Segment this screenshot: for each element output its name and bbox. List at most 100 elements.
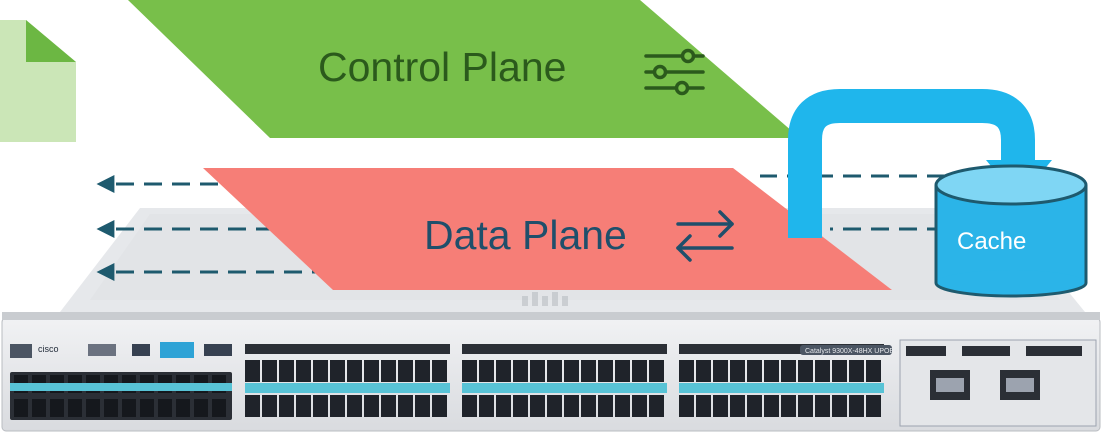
rj45-port <box>347 395 362 417</box>
rj45-port <box>747 395 762 417</box>
cache-cylinder-icon <box>934 164 1088 298</box>
rj45-port <box>279 360 294 382</box>
port-led-strip <box>245 383 450 393</box>
rj45-port <box>679 395 694 417</box>
cache-flow-arrow <box>788 89 1035 238</box>
rj45-port <box>547 395 562 417</box>
rj45-port <box>564 360 579 382</box>
rj45-port <box>530 395 545 417</box>
usb-port <box>132 344 150 356</box>
port-bank <box>679 344 884 417</box>
rj45-port <box>781 360 796 382</box>
rj45-port <box>530 360 545 382</box>
model-badge <box>800 345 892 355</box>
rj45-port <box>479 395 494 417</box>
control-plane-label: Control Plane <box>318 44 567 90</box>
rj45-port <box>547 360 562 382</box>
switch-top-logo <box>522 292 568 306</box>
rj45-port <box>381 395 396 417</box>
rj45-port <box>564 395 579 417</box>
console-port-bank <box>10 375 232 417</box>
rj45-port <box>262 360 277 382</box>
rj45-port <box>632 360 647 382</box>
rj45-port <box>364 360 379 382</box>
brand-logo: cisco <box>38 344 59 354</box>
rj45-port <box>279 395 294 417</box>
port-led-strip <box>462 383 667 393</box>
rj45-port <box>598 395 613 417</box>
rj45-port <box>462 395 477 417</box>
rj45-port <box>398 395 413 417</box>
rj45-port <box>194 399 208 417</box>
rj45-port <box>866 360 881 382</box>
rj45-port <box>415 360 430 382</box>
status-led-block <box>10 344 32 358</box>
rj45-port <box>747 360 762 382</box>
rj45-port <box>462 360 477 382</box>
rj45-port <box>832 360 847 382</box>
rj45-port <box>86 399 100 417</box>
rj45-port <box>815 360 830 382</box>
data-plane-label: Data Plane <box>424 212 627 258</box>
rj45-port <box>158 399 172 417</box>
rj45-port <box>313 395 328 417</box>
rj45-port <box>245 360 260 382</box>
rj45-port <box>140 399 154 417</box>
rj45-port <box>347 360 362 382</box>
rj45-port <box>815 395 830 417</box>
sliders-icon <box>644 48 705 96</box>
rj45-port <box>730 395 745 417</box>
rj45-port <box>122 399 136 417</box>
rj45-port <box>713 360 728 382</box>
rj45-port <box>713 395 728 417</box>
rj45-port <box>398 360 413 382</box>
rj45-port <box>866 395 881 417</box>
rj45-port <box>632 395 647 417</box>
rj45-port <box>68 399 82 417</box>
rj45-port <box>513 395 528 417</box>
model-label: Catalyst 9300X-48HX UPOE+ <box>805 348 898 355</box>
rj45-port <box>330 360 345 382</box>
rj45-port <box>176 399 190 417</box>
rj45-port <box>415 395 430 417</box>
rj45-port <box>798 360 813 382</box>
rj45-port <box>581 395 596 417</box>
rj45-port <box>598 360 613 382</box>
rj45-port <box>364 395 379 417</box>
rj45-port <box>496 395 511 417</box>
rj45-port <box>764 360 779 382</box>
rj45-port <box>296 395 311 417</box>
rj45-port <box>781 395 796 417</box>
rj45-port <box>14 399 28 417</box>
rj45-port <box>432 360 447 382</box>
data-plane-band <box>203 168 892 290</box>
rj45-port <box>313 360 328 382</box>
rj45-port <box>212 399 226 417</box>
rj45-port <box>832 395 847 417</box>
port-led-strip <box>679 383 884 393</box>
rj45-port <box>696 395 711 417</box>
rj45-port <box>649 395 664 417</box>
uplink-module <box>899 339 1097 427</box>
rj45-port <box>615 395 630 417</box>
rj45-port <box>649 360 664 382</box>
rj45-port <box>262 395 277 417</box>
rj45-port <box>730 360 745 382</box>
swap-arrows-icon <box>676 210 734 262</box>
rj45-port <box>32 399 46 417</box>
document-icon <box>0 20 76 142</box>
control-plane-band <box>128 0 800 138</box>
rj45-port <box>245 395 260 417</box>
rj45-port <box>296 360 311 382</box>
console-port <box>204 344 232 356</box>
cache-label: Cache <box>957 228 1027 255</box>
mgmt-port <box>160 342 194 358</box>
rj45-port <box>432 395 447 417</box>
rj45-port <box>496 360 511 382</box>
rj45-port <box>104 399 118 417</box>
copper-port-banks <box>10 344 884 417</box>
port-led-strip <box>10 383 232 391</box>
rj45-port <box>615 360 630 382</box>
rj45-port <box>849 395 864 417</box>
